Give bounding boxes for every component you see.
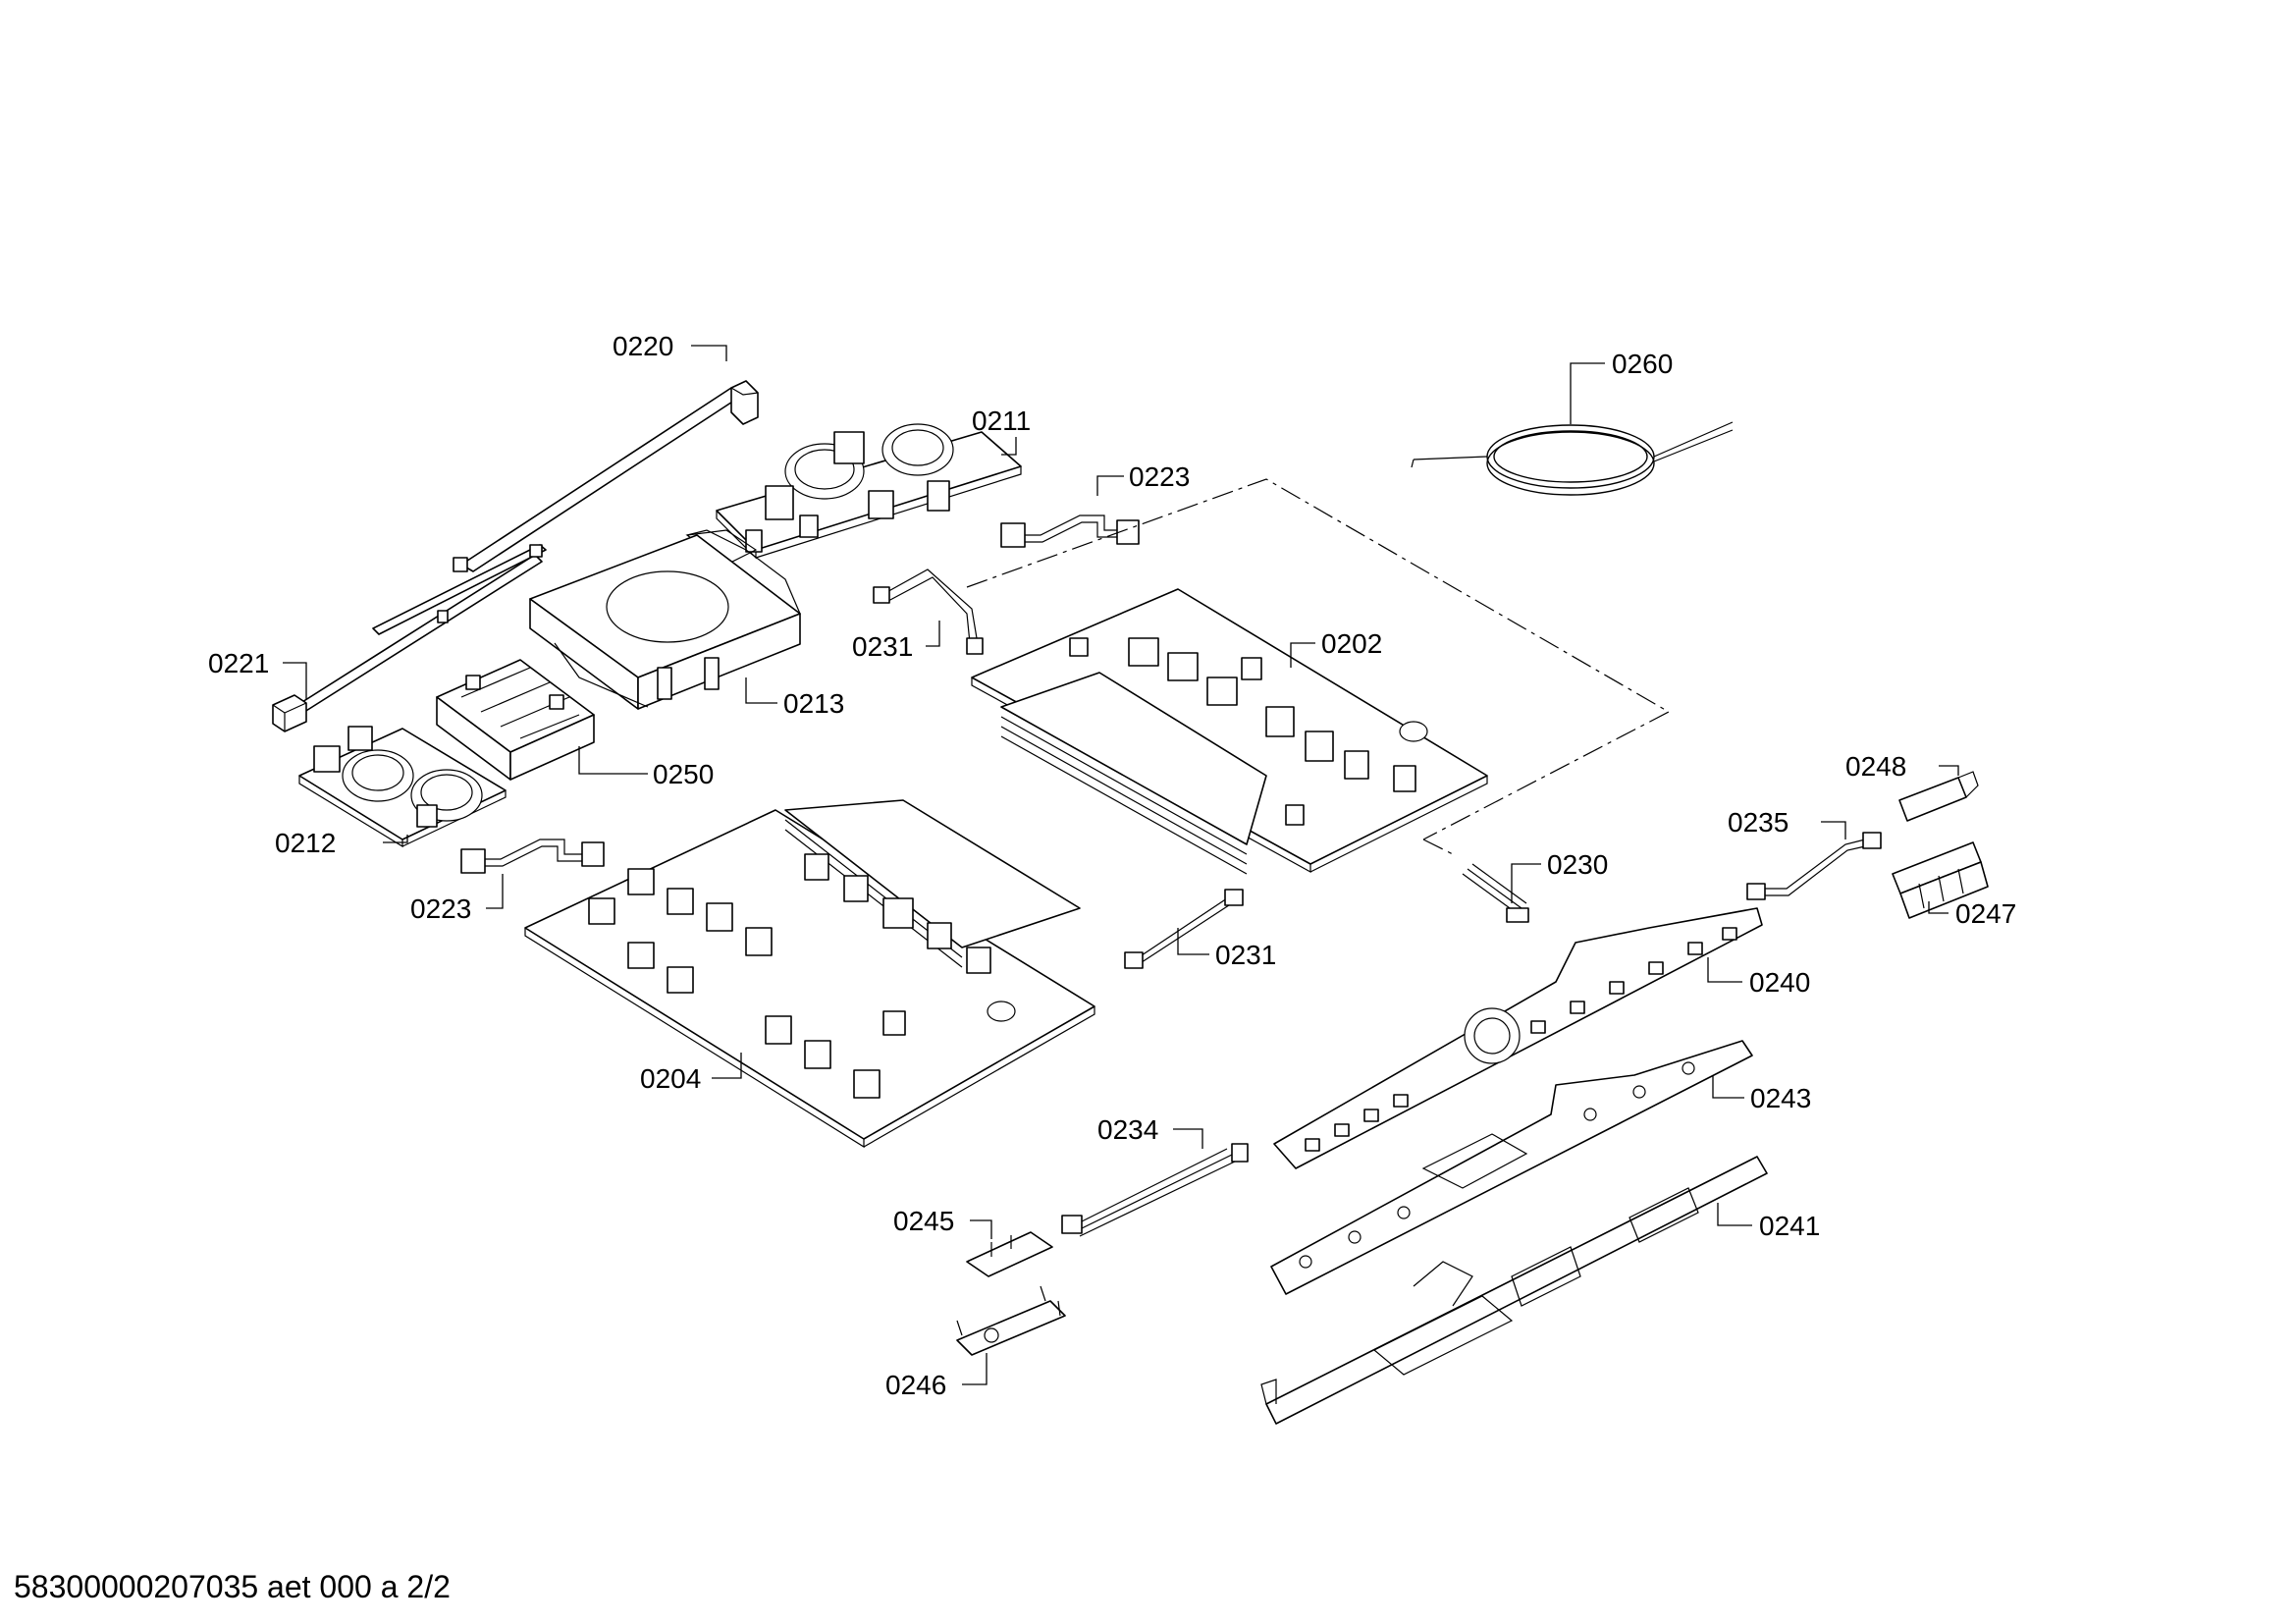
label-0231-lower: 0231 [1215, 940, 1276, 970]
document-id: 58300000207035 aet 000 a 2/2 [14, 1569, 451, 1604]
leader-lines [283, 345, 1959, 1385]
label-0234: 0234 [1097, 1114, 1158, 1145]
label-0221: 0221 [208, 648, 269, 678]
part-0212-filter-pcb [298, 726, 507, 848]
label-0246: 0246 [885, 1370, 946, 1400]
label-0241: 0241 [1759, 1211, 1820, 1241]
part-0260-power-cable [1411, 421, 1734, 496]
label-0247: 0247 [1955, 898, 2016, 929]
part-0246-clip [956, 1285, 1066, 1356]
label-0230: 0230 [1547, 849, 1608, 880]
part-0241-frame [1260, 1156, 1768, 1425]
label-0223-lower: 0223 [410, 893, 471, 924]
label-0202: 0202 [1321, 628, 1382, 659]
part-0230-ribbon-cable [1462, 863, 1529, 923]
label-0240: 0240 [1749, 967, 1810, 998]
label-0204: 0204 [640, 1063, 701, 1094]
label-0231-upper: 0231 [852, 631, 913, 662]
part-0235-connector [1746, 832, 1882, 900]
part-0231-connector-upper [873, 568, 984, 655]
part-0243-overlay [1270, 1040, 1753, 1295]
part-0202-installation-outline [966, 478, 1671, 855]
part-0221-harness [272, 544, 547, 732]
part-0248-small-module [1898, 771, 1979, 822]
label-0248: 0248 [1845, 751, 1906, 782]
part-labels: 0220 0211 0223 0260 0221 0213 0231 0202 … [208, 331, 2016, 1400]
part-0223-connector-lower [460, 839, 605, 874]
part-0240-control-pcb [1273, 907, 1763, 1169]
part-0245-bracket [966, 1231, 1053, 1277]
part-0247-holder [1892, 841, 1989, 919]
part-0220-harness [453, 380, 759, 572]
part-0223-connector-upper [1000, 514, 1140, 548]
label-0245: 0245 [893, 1206, 954, 1236]
part-0234-cable [1061, 1143, 1249, 1237]
label-0212: 0212 [275, 828, 336, 858]
part-0231-connector-lower [1124, 889, 1244, 969]
label-0260: 0260 [1612, 349, 1673, 379]
label-0235: 0235 [1728, 807, 1789, 838]
label-0223-upper: 0223 [1129, 461, 1190, 492]
part-0204-power-board [524, 799, 1095, 1149]
part-0250-filter-block [436, 659, 595, 781]
part-0211-pcb [685, 423, 1022, 566]
label-0220: 0220 [613, 331, 673, 361]
part-0213-fan [529, 529, 801, 710]
label-0243: 0243 [1750, 1083, 1811, 1113]
part-0202-power-board [971, 588, 1488, 875]
label-0250: 0250 [653, 759, 714, 789]
label-0211: 0211 [972, 406, 1031, 436]
label-0213: 0213 [783, 688, 844, 719]
